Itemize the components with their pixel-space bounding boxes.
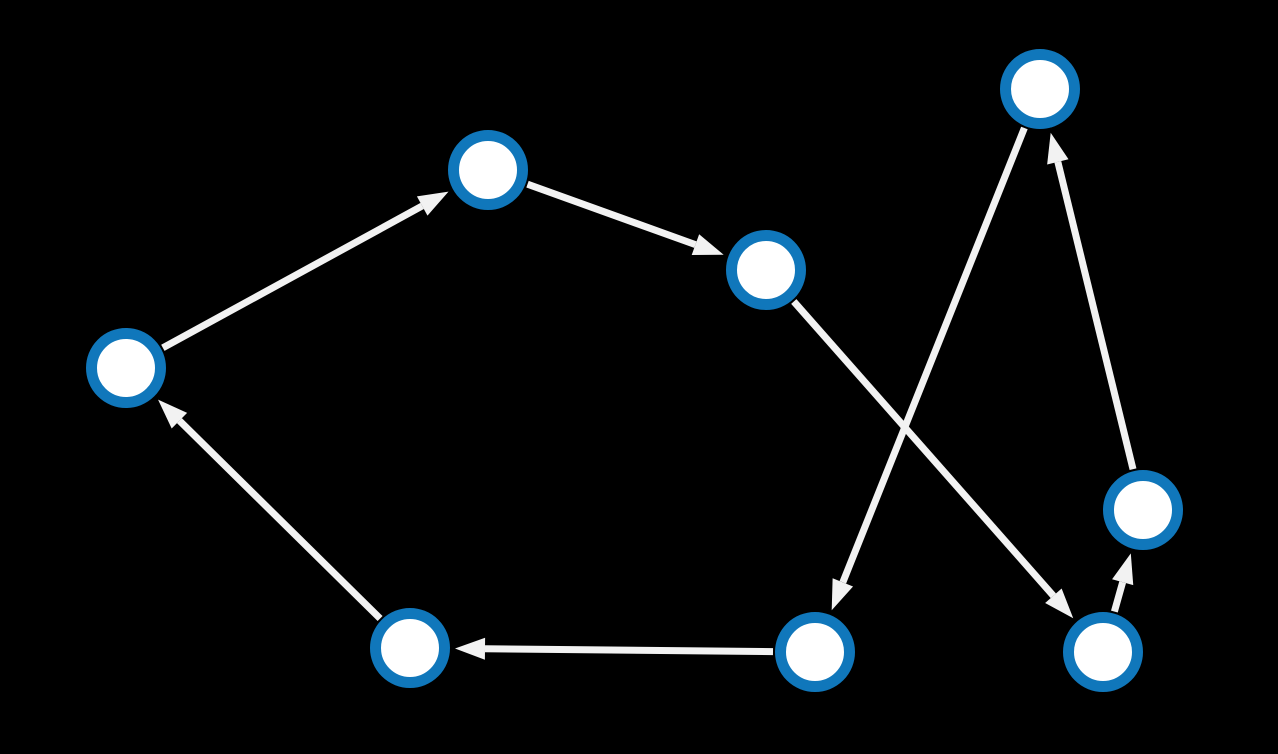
edge-line xyxy=(1111,581,1127,613)
edge-line xyxy=(791,299,1057,599)
edge-arrowhead-icon xyxy=(831,578,854,611)
node-upper-right-center[interactable] xyxy=(726,230,806,310)
edge-left-to-top-middle[interactable] xyxy=(161,191,449,351)
edge-arrowhead-icon xyxy=(454,637,486,660)
node-circle-icon xyxy=(1000,49,1080,129)
edge-upper-right-center-to-bottom-right[interactable] xyxy=(791,299,1074,619)
node-top-right[interactable] xyxy=(1000,49,1080,129)
edge-arrowhead-icon xyxy=(1047,132,1069,165)
node-bottom-left[interactable] xyxy=(370,608,450,688)
edge-line xyxy=(839,126,1028,584)
edge-line xyxy=(526,180,697,248)
node-circle-icon xyxy=(726,230,806,310)
edge-arrowhead-icon xyxy=(1045,588,1074,619)
edge-arrowhead-icon xyxy=(1112,553,1134,586)
node-bottom-middle[interactable] xyxy=(775,612,855,692)
nodes-layer xyxy=(86,49,1183,692)
node-circle-icon xyxy=(1063,612,1143,692)
node-top-middle[interactable] xyxy=(448,130,528,210)
edge-line xyxy=(484,645,774,656)
node-circle-icon xyxy=(86,328,166,408)
node-circle-icon xyxy=(775,612,855,692)
edge-bottom-middle-to-bottom-left[interactable] xyxy=(454,637,774,660)
edge-line xyxy=(161,202,424,351)
node-circle-icon xyxy=(1103,470,1183,550)
edge-line xyxy=(176,418,383,622)
edge-top-right-to-bottom-middle[interactable] xyxy=(831,126,1028,611)
node-circle-icon xyxy=(448,130,528,210)
edge-top-middle-to-upper-right-center[interactable] xyxy=(526,180,724,255)
node-left[interactable] xyxy=(86,328,166,408)
edge-bottom-right-to-right-middle[interactable] xyxy=(1111,553,1134,613)
edge-arrowhead-icon xyxy=(158,399,188,429)
node-bottom-right[interactable] xyxy=(1063,612,1143,692)
edge-right-middle-to-top-right[interactable] xyxy=(1047,132,1137,471)
node-circle-icon xyxy=(370,608,450,688)
edge-arrowhead-icon xyxy=(691,234,724,255)
edge-arrowhead-icon xyxy=(416,191,449,216)
edge-bottom-left-to-left[interactable] xyxy=(158,399,383,622)
node-right-middle[interactable] xyxy=(1103,470,1183,550)
edge-line xyxy=(1054,161,1137,471)
edges-layer xyxy=(158,126,1137,660)
